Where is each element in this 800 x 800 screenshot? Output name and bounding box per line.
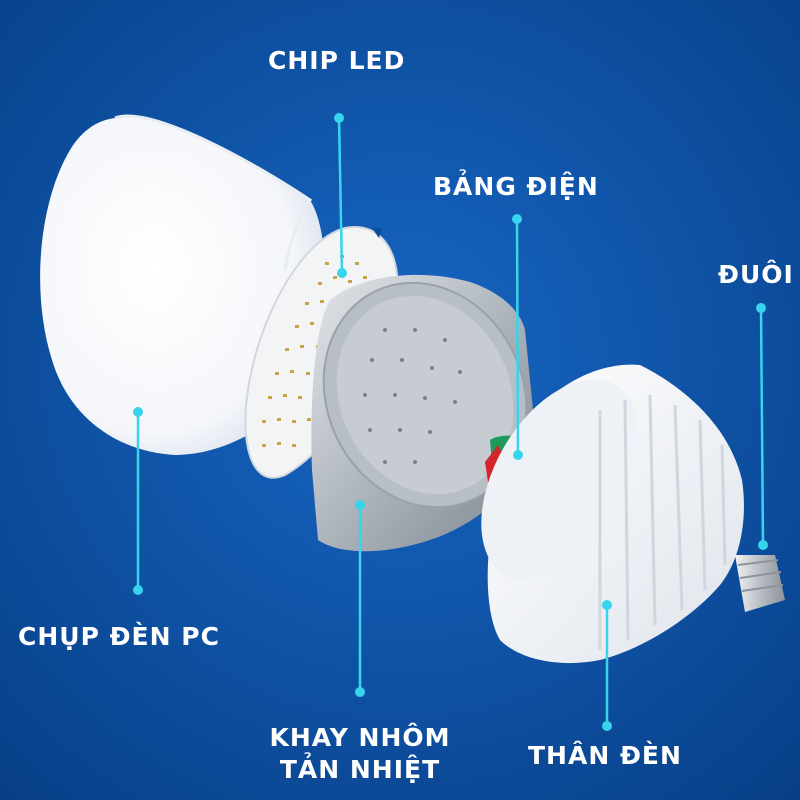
pointer-lines (133, 113, 768, 731)
bulb-body-part (481, 364, 744, 664)
label-duoi: ĐUÔI (718, 260, 794, 289)
pointer-duoi (759, 307, 765, 546)
label-chip-led: CHIP LED (268, 46, 406, 75)
pointer-bang-dien (515, 218, 520, 456)
pointer-dot-than-den (602, 600, 612, 610)
label-than-den: THÂN ĐÈN (528, 741, 682, 770)
pointer-dot-bang-dien (512, 214, 522, 224)
pointer-dot-khay-nhom (355, 500, 365, 510)
pointer-dot-chup-den (133, 407, 143, 417)
aluminum-tray-part (311, 274, 535, 552)
pointer-dot-duoi-end (758, 540, 768, 550)
screw-base-part (735, 555, 785, 612)
label-khay-nhom-line1: KHAY NHÔM (269, 723, 451, 752)
pointer-dot-chip-led-end (337, 268, 347, 278)
pointer-dot-chup-den-end (133, 585, 143, 595)
label-chup-den-pc: CHỤP ĐÈN PC (18, 622, 220, 651)
pointer-dot-duoi (756, 303, 766, 313)
pointer-dot-than-den-end (602, 721, 612, 731)
label-khay-nhom-line2: TẢN NHIỆT (279, 755, 441, 784)
label-bang-dien: BẢNG ĐIỆN (433, 172, 599, 201)
label-khay-nhom-tan-nhiet: KHAY NHÔM TẢN NHIỆT (260, 722, 460, 786)
pointer-dot-khay-nhom-end (355, 687, 365, 697)
pointer-dot-chip-led (334, 113, 344, 123)
pointer-dot-bang-dien-end (513, 450, 523, 460)
pointer-chip-led (337, 117, 344, 274)
